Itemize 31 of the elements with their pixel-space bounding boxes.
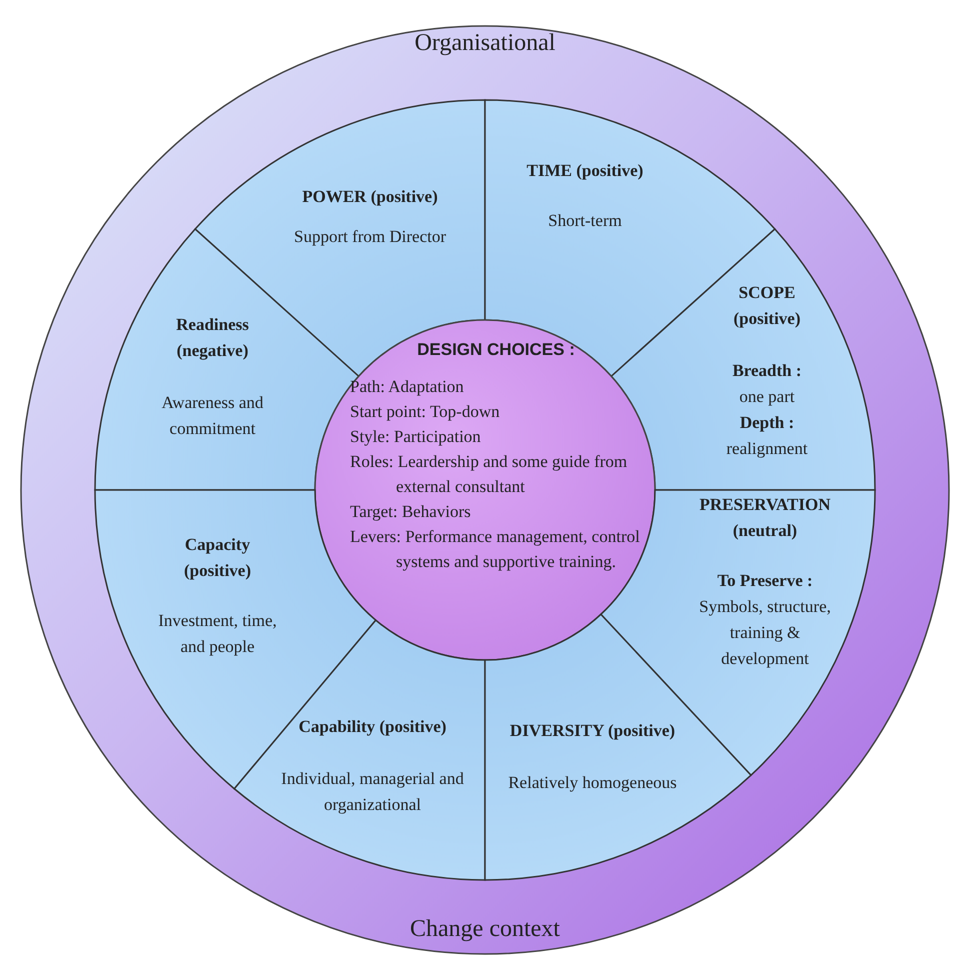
sector-heading: POWER (positive) [302,186,438,208]
sector-text: Roles: Leardership and some guide from external consultant [350,451,628,498]
sector-text: one part [739,386,795,408]
sector-heading: Capability (positive) [298,716,446,738]
ring-label: Organisational [414,30,556,57]
sector-heading: Capacity (positive) [182,534,252,582]
sector-text: Short-term [548,210,622,232]
sector-text: Style: Participation [350,426,482,448]
sector-heading: TIME (positive) [526,160,644,182]
sector-text: Individual, managerial and organizational [280,768,465,816]
sector-text: Symbols, structure, training & development [698,596,832,670]
sector-heading: DESIGN CHOICES : [417,339,575,361]
sector-text: Support from Director [294,226,446,248]
ring-label: Change context [410,916,560,943]
sector-heading: PRESERVATION (neutral) [698,494,832,542]
sector-text: Relatively homogeneous [508,772,677,794]
sector-text: realignment [726,438,808,460]
outer-ring [20,25,950,955]
sector-heading: Readiness (negative) [175,314,250,362]
sector-heading: SCOPE (positive) [732,282,802,330]
subheading: Depth : [740,412,794,434]
sector-text: Levers: Performance management, control systems and supportive training. [350,526,641,573]
subheading: Breadth : [732,360,802,382]
sector-text: Start point: Top-down [350,401,500,423]
sector-text: Target: Behaviors [350,501,471,523]
sector-heading: DIVERSITY (positive) [510,720,676,742]
sector-text: Path: Adaptation [350,376,465,398]
sector-text: Investment, time, and people [157,610,278,658]
center-circle [315,320,655,660]
sector-text: Awareness and commitment [160,392,264,440]
subheading: To Preserve : [717,570,813,592]
